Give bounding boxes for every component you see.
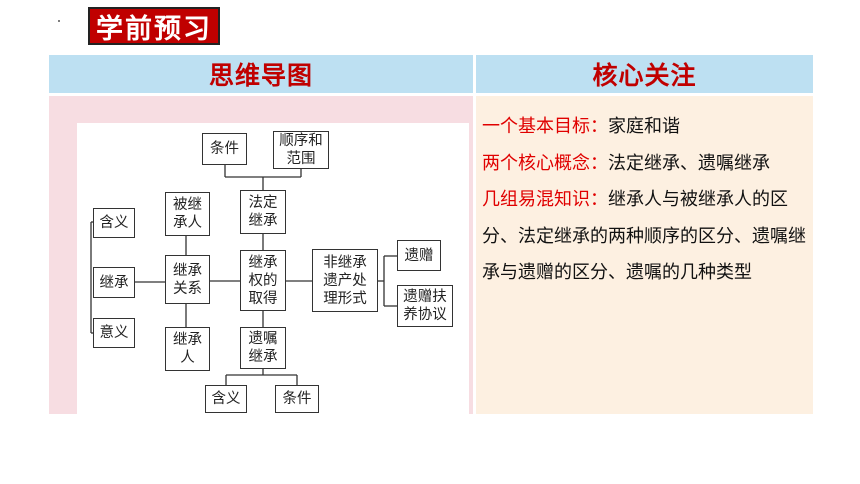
focus-item-goal: 一个基本目标：家庭和谐	[482, 108, 807, 145]
focus-confusables-label: 几组易混知识：	[482, 189, 608, 209]
mindmap-header: 思维导图	[49, 55, 473, 93]
focus-goal-label: 一个基本目标：	[482, 116, 608, 136]
box-support-agreement: 遗赠扶 养协议	[397, 285, 453, 327]
focus-goal-text: 家庭和谐	[608, 116, 680, 136]
focus-item-confusables: 几组易混知识：继承人与被继承人的区分、法定继承的两种顺序的区分、遗嘱继承与遗赠的…	[482, 181, 807, 291]
box-order-scope: 顺序和 范围	[273, 131, 329, 169]
focus-concepts-label: 两个核心概念：	[482, 152, 608, 173]
box-meaning-left: 含义	[93, 208, 135, 238]
box-statutory-succession: 法定 继承	[240, 190, 286, 234]
focus-confusables-text: 继承人与被继承人的区分、法定继承的两种顺序的区分、遗嘱继承与遗赠的区分、遗嘱的几…	[482, 189, 806, 282]
focus-header: 核心关注	[476, 55, 813, 93]
box-significance: 意义	[93, 318, 135, 348]
box-decedent: 被继 承人	[165, 192, 210, 236]
box-condition-top: 条件	[202, 133, 247, 165]
box-succession-relation: 继承 关系	[165, 255, 210, 304]
box-bequest: 遗赠	[397, 240, 441, 271]
box-testamentary-succession: 遗嘱 继承	[240, 327, 286, 369]
focus-panel	[476, 96, 813, 414]
focus-concepts-text: 法定继承、遗嘱继承	[608, 152, 770, 173]
box-acquire-right: 继承 权的 取得	[240, 250, 286, 311]
box-condition-bottom: 条件	[275, 385, 319, 413]
focus-content: 一个基本目标：家庭和谐 两个核心概念：法定继承、遗嘱继承 几组易混知识：继承人与…	[482, 108, 807, 291]
focus-item-concepts: 两个核心概念：法定继承、遗嘱继承	[482, 145, 807, 182]
page-title: 学前预习	[88, 7, 220, 45]
box-non-succession-forms: 非继承 遗产处 理形式	[312, 249, 378, 312]
box-heir: 继承 人	[165, 327, 210, 371]
box-meaning-bottom: 含义	[205, 385, 247, 413]
box-succession: 继承	[93, 267, 135, 298]
slide-dot	[58, 20, 60, 22]
